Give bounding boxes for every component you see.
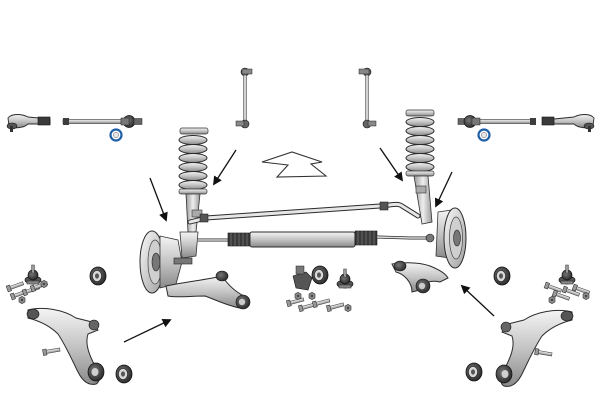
- left-inner-tie-rod-icon: [62, 115, 143, 128]
- bolt-icon: [326, 301, 345, 312]
- bolt-icon: [42, 346, 61, 356]
- left-lower-control-arm-assembled-icon: [165, 257, 251, 310]
- direction-arrow-icon: [434, 171, 453, 208]
- direction-arrow-icon: [213, 149, 237, 186]
- nut-icon: [582, 291, 590, 301]
- left-tie-rod-end-icon: [6, 114, 51, 132]
- right-brake-disc-icon: [435, 207, 467, 269]
- direction-arrow-icon: [460, 284, 495, 317]
- bushing-icon: [465, 362, 483, 382]
- ball-joint-icon: [558, 264, 576, 285]
- stabilizer-bar-icon: [187, 201, 421, 225]
- direction-arrow-icon: [149, 177, 168, 222]
- left-rack-seal-ring-icon: [109, 128, 123, 142]
- right-control-arm-icon: [495, 309, 574, 387]
- left-brake-disc-icon: [139, 230, 183, 294]
- bolt-icon: [5, 280, 25, 293]
- bolt-icon: [543, 281, 563, 294]
- left-control-arm-icon: [26, 307, 105, 385]
- right-tie-rod-end-icon: [541, 114, 595, 132]
- left-stabilizer-link-icon: [235, 67, 253, 129]
- bushing-icon: [493, 266, 511, 286]
- right-coil-spring-strut-icon: [405, 109, 435, 225]
- nut-icon: [548, 295, 556, 305]
- bushing-icon: [89, 266, 107, 286]
- nut-icon: [308, 291, 316, 301]
- right-rack-seal-ring-icon: [477, 128, 491, 142]
- right-stabilizer-link-icon: [358, 67, 377, 129]
- right-lower-control-arm-assembled-icon: [391, 260, 449, 294]
- ball-joint-icon: [292, 265, 313, 291]
- ball-joint-icon: [336, 268, 354, 289]
- ball-joint-icon: [24, 264, 42, 285]
- bushing-icon: [311, 265, 329, 285]
- direction-arrow-icon: [123, 319, 172, 343]
- bushing-icon: [115, 364, 133, 384]
- nut-icon: [18, 295, 26, 305]
- nut-icon: [344, 303, 352, 313]
- nut-icon: [294, 291, 302, 301]
- nut-icon: [40, 279, 48, 289]
- right-inner-tie-rod-icon: [457, 115, 536, 128]
- bolt-icon: [534, 348, 553, 358]
- steering-rack-icon: [198, 230, 435, 248]
- forward-direction-arrow-icon: [261, 151, 328, 178]
- direction-arrow-icon: [379, 147, 404, 182]
